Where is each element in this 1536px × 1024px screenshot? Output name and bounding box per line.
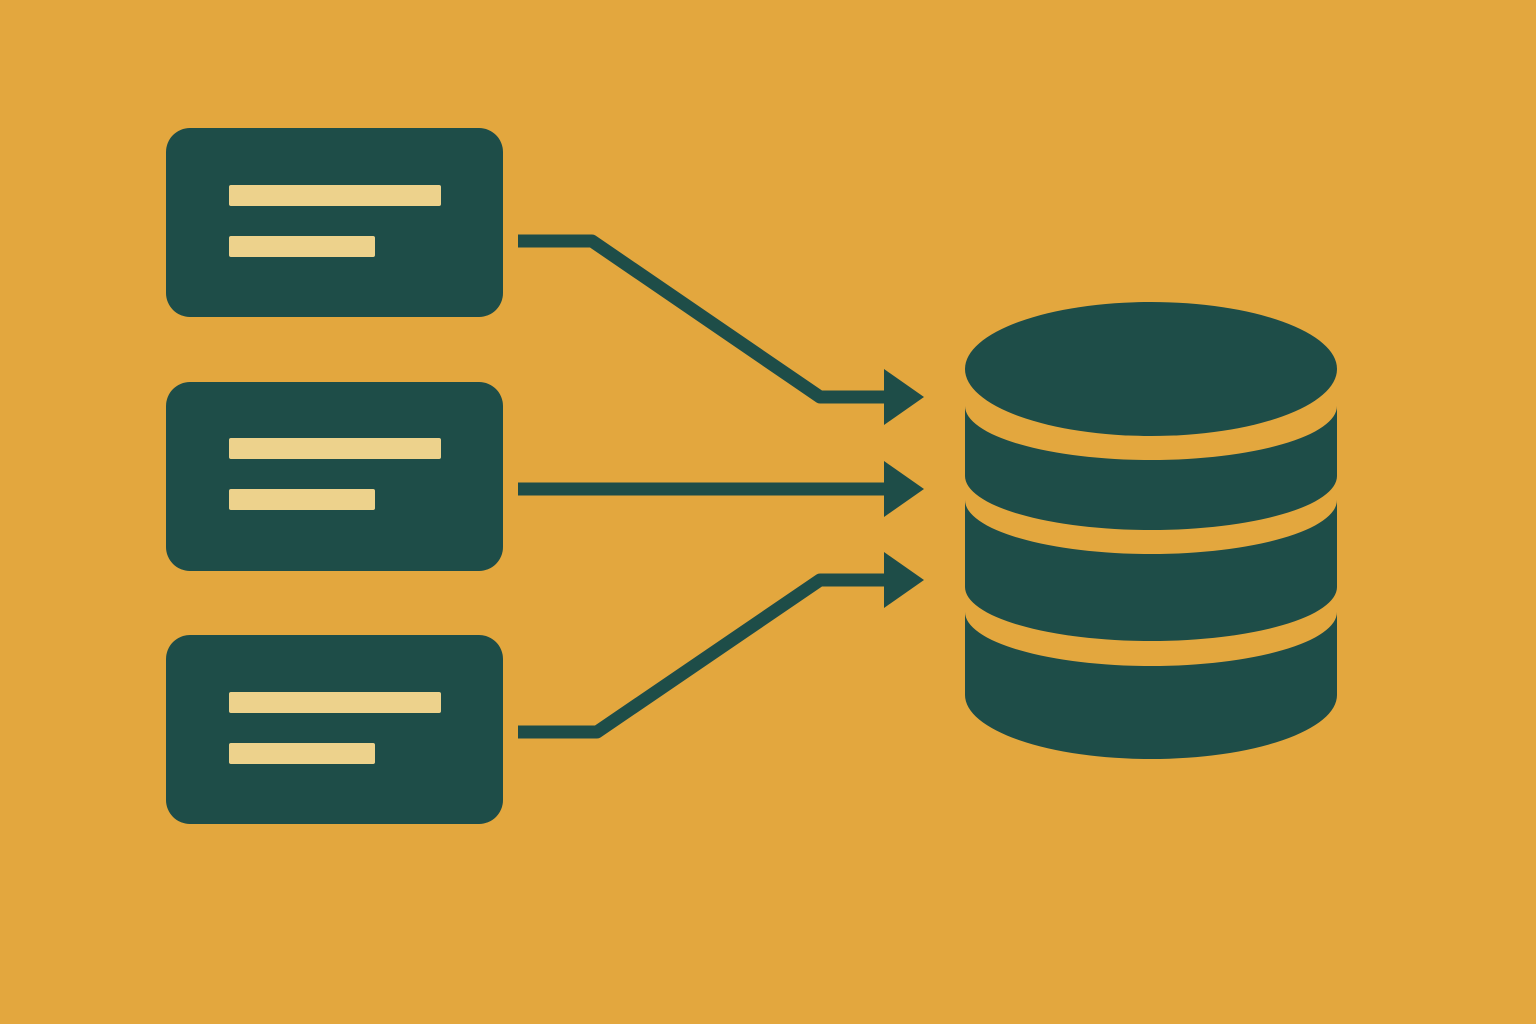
arrow-2 bbox=[518, 461, 924, 517]
document-card-icon bbox=[166, 128, 503, 317]
database-layer-2 bbox=[965, 500, 1337, 641]
text-line-short bbox=[229, 236, 375, 257]
database-top bbox=[965, 302, 1337, 436]
text-line-long bbox=[229, 185, 441, 206]
arrowhead-icon bbox=[884, 369, 924, 425]
arrow-line bbox=[518, 234, 893, 404]
source-card-3 bbox=[166, 635, 503, 824]
text-line-long bbox=[229, 438, 441, 459]
source-card-2 bbox=[166, 382, 503, 571]
text-line-short bbox=[229, 489, 375, 510]
document-card-icon bbox=[166, 382, 503, 571]
text-line-short bbox=[229, 743, 375, 764]
arrow-1 bbox=[518, 234, 924, 425]
arrow-line bbox=[518, 573, 893, 739]
source-card-1 bbox=[166, 128, 503, 317]
database-layer-1 bbox=[965, 406, 1337, 530]
arrow-3 bbox=[518, 552, 924, 739]
text-line-long bbox=[229, 692, 441, 713]
database-layer-3 bbox=[965, 612, 1337, 759]
database-icon bbox=[965, 302, 1337, 759]
arrowhead-icon bbox=[884, 461, 924, 517]
arrowhead-icon bbox=[884, 552, 924, 608]
document-card-icon bbox=[166, 635, 503, 824]
